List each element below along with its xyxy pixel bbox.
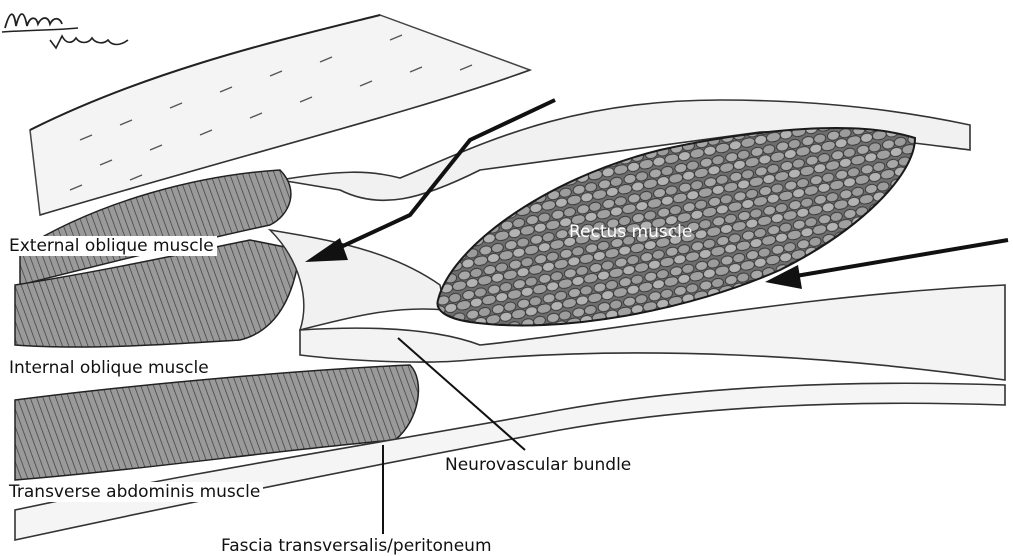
label-rectus-muscle: Rectus muscle [566, 222, 695, 242]
label-transverse-abdominis: Transverse abdominis muscle [6, 482, 263, 502]
artist-signature [0, 0, 140, 50]
label-external-oblique: External oblique muscle [6, 236, 217, 256]
label-fascia-transversalis: Fascia transversalis/peritoneum [218, 536, 495, 556]
label-internal-oblique: Internal oblique muscle [6, 358, 212, 378]
label-neurovascular-bundle: Neurovascular bundle [442, 455, 634, 475]
aponeurosis [270, 230, 445, 330]
